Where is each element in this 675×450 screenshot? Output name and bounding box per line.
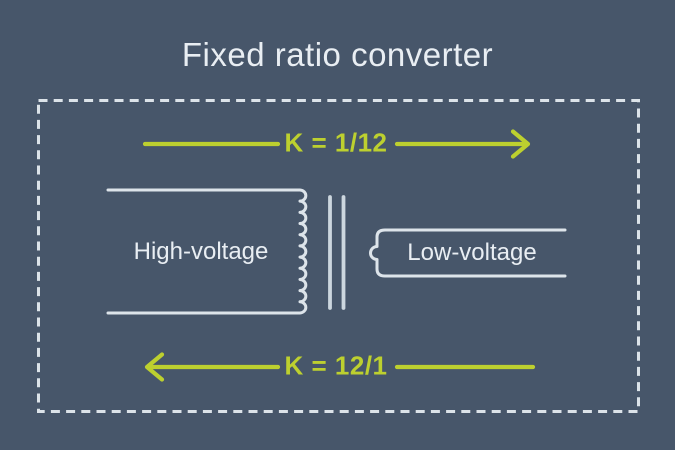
ratio-label-top: K = 1/12 [284,127,388,158]
high-voltage-winding-outline [106,188,308,315]
high-voltage-label: High-voltage [133,238,269,265]
top-arrow [142,129,531,159]
low-voltage-winding-outline [369,228,567,278]
page-title: Fixed ratio converter [181,36,494,73]
transformer-core-lines [328,195,346,310]
right-arrowhead-icon [510,129,531,159]
low-voltage-label: Low-voltage [407,239,537,266]
ratio-label-bottom: K = 12/1 [284,350,388,381]
bottom-arrow [144,352,536,382]
